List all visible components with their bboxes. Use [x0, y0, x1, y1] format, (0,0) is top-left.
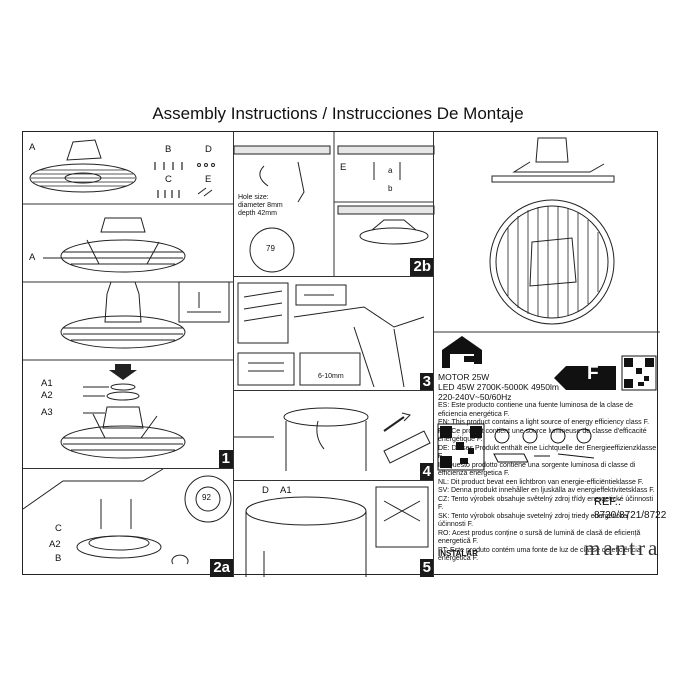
panel-step-2a: C A2 B 92 2a — [22, 468, 233, 577]
spec-line-en: EN: This product contains a light source… — [438, 419, 650, 426]
label-part-a2: A2 — [49, 539, 61, 550]
strip-length-label: 6-10mm — [318, 373, 344, 380]
spec-line-ro: RO: Acest produs conține o sursă de lumi… — [438, 529, 641, 546]
spec-line-nl: NL: Dit product bevat een lichtbron van … — [438, 478, 644, 486]
page-title: Assembly Instructions / Instrucciones De… — [152, 104, 524, 123]
spec-line-es: ES: Este producto contiene una fuente lu… — [438, 402, 633, 418]
hole-size-depth: depth 42mm — [238, 210, 277, 217]
step-2a-illustration — [22, 468, 232, 565]
hole-size-text: Hole size: diameter 8mm depth 42mm — [238, 194, 283, 218]
spec-motor: MOTOR 25W — [438, 372, 490, 382]
hole-size-diameter: diameter 8mm — [238, 202, 283, 209]
panel-step-5: D A1 5 — [233, 480, 434, 577]
step-3-illustration — [237, 282, 425, 388]
label-part-a: A — [29, 142, 36, 153]
label-arrow-b: b — [388, 184, 393, 193]
label-part-a2: A2 — [41, 390, 53, 401]
energy-class-letter: F — [587, 363, 599, 384]
label-part-a1: A1 — [41, 378, 53, 389]
ref-label: REF.: — [594, 496, 621, 508]
product-illustration — [434, 137, 660, 333]
spec-line-it: IT: Questo prodotto contiene una sorgent… — [438, 461, 636, 478]
label-part-a-step: A — [29, 252, 36, 263]
step-2b-illustration — [233, 132, 435, 276]
spec-line-sk: SK: Tento výrobok obsahuje svetelný zdro… — [438, 512, 629, 529]
spec-line-cz: CZ: Tento výrobek obsahuje světelný zdro… — [438, 495, 654, 512]
instalar-label: INSTALAR — [438, 549, 478, 558]
label-part-c: C — [165, 174, 172, 185]
qr-code-icon — [621, 355, 657, 391]
house-icon — [442, 336, 482, 368]
energy-info-graphics — [437, 336, 657, 471]
label-part-a3: A3 — [41, 407, 53, 418]
hole-size-title: Hole size: — [238, 194, 269, 201]
spec-line-pt: PT: Este produto contém uma fonte de luz… — [438, 546, 641, 563]
step-number-4: 4 — [419, 463, 434, 481]
panel-step-1: A B D C E A A1 A2 A3 1 — [23, 132, 233, 468]
step-number-3: 3 — [419, 373, 434, 391]
step-number-2a: 2a — [210, 559, 233, 577]
ref-codes: 8720/8721/8722 — [594, 510, 667, 521]
step-4-illustration — [234, 407, 431, 471]
step-5-illustration — [245, 486, 429, 577]
label-part-e: E — [205, 174, 212, 185]
step-number-5: 5 — [419, 559, 434, 577]
label-part-e: E — [340, 162, 347, 173]
brand-logo: mantra — [584, 536, 661, 560]
product-panel: F MOTOR 25W LED 45W 2700K-5000K 4950lm 2… — [433, 132, 666, 576]
label-part-c: C — [55, 523, 62, 534]
step-number-2b: 2b — [410, 258, 434, 276]
qr-code-icon-2 — [437, 423, 485, 471]
energy-class-arrow — [554, 366, 616, 390]
reference-block: REF.: 8720/8721/8722 — [594, 496, 666, 522]
panel-step-3: 6-10mm 3 — [233, 276, 434, 391]
step-1-illustration — [23, 139, 233, 459]
spec-line-sv: SV: Denna produkt innehåller en ljuskäll… — [438, 487, 655, 494]
specs-block: MOTOR 25W LED 45W 2700K-5000K 4950lm 220… — [438, 372, 658, 564]
label-part-d: D — [262, 485, 269, 496]
dimension-92: 92 — [202, 493, 211, 502]
dimension-79: 79 — [266, 244, 275, 253]
label-part-a1: A1 — [280, 485, 292, 496]
label-part-b: B — [165, 144, 172, 155]
spec-line-fr: FR: Ce produit contient une source lumin… — [438, 427, 647, 444]
label-arrow-a: a — [388, 166, 393, 175]
panel-step-2b: Hole size: diameter 8mm depth 42mm 79 E … — [233, 132, 435, 276]
spec-led: LED 45W 2700K-5000K 4950lm — [438, 382, 559, 392]
spec-line-de: DE: Dieses Produkt enthält eine Lichtque… — [438, 444, 657, 461]
label-part-b: B — [55, 553, 62, 564]
instruction-sheet: A B D C E A A1 A2 A3 1 C A2 B 92 2a — [22, 131, 666, 577]
step-number-1: 1 — [218, 450, 233, 468]
panel-step-4: 4 — [233, 390, 434, 481]
spec-voltage: 220-240V~50/60Hz — [438, 392, 512, 402]
label-part-d: D — [205, 144, 212, 155]
